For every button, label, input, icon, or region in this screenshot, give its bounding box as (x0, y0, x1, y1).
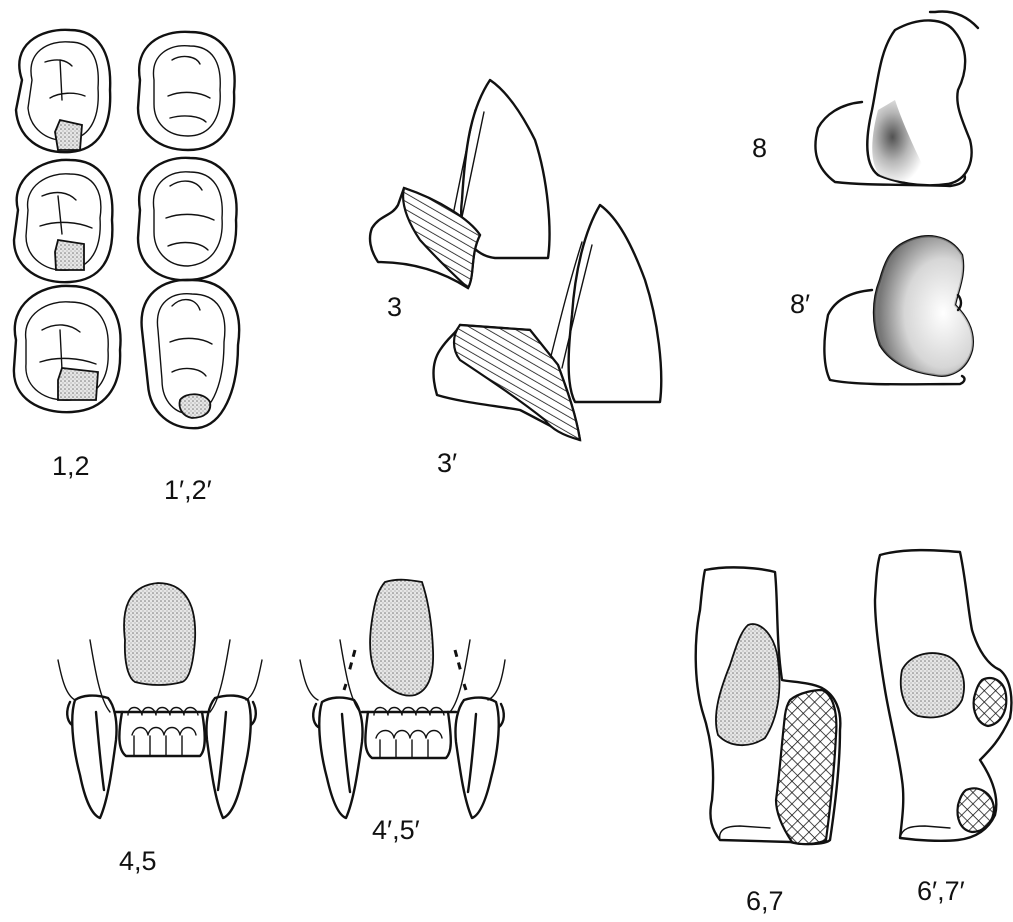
label-fig-3p: 3′ (437, 448, 457, 479)
label-fig-3: 3 (387, 292, 402, 323)
label-fig-6p-7p: 6′,7′ (917, 876, 965, 907)
skull-lateral-fig-6-7 (696, 567, 841, 844)
bone-fig-8 (815, 12, 978, 186)
canine-fig-3 (370, 80, 549, 288)
skull-front-fig-4-5 (58, 583, 262, 818)
label-fig-6-7: 6,7 (746, 886, 784, 917)
label-fig-4p-5p: 4′,5′ (372, 815, 420, 846)
skull-front-fig-4p-5p (300, 580, 505, 818)
incisors-fig-4p-5p (365, 708, 450, 759)
skull-lateral-fig-6p-7p (875, 550, 1011, 841)
label-fig-8: 8 (752, 133, 767, 164)
incisors-fig-4-5 (119, 708, 204, 757)
molar-row-left (14, 30, 121, 412)
label-fig-1p-2p: 1′,2′ (164, 475, 212, 506)
label-fig-1-2: 1,2 (52, 451, 90, 482)
label-fig-4-5: 4,5 (119, 846, 157, 877)
bone-fig-8-prime (824, 236, 972, 384)
molar-row-right (138, 32, 239, 428)
label-fig-8p: 8′ (790, 289, 810, 320)
